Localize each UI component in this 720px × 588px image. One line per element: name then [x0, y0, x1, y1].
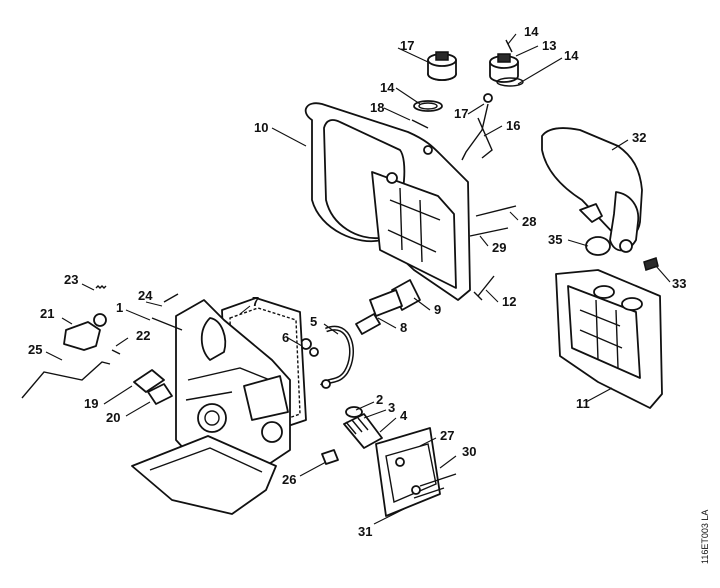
part-35-clip	[585, 236, 611, 256]
part-18-cap	[427, 51, 457, 81]
leader-lines	[45, 33, 671, 525]
part-24-spring	[95, 285, 107, 289]
callout-27: 26	[282, 472, 296, 487]
callout-4: 4	[400, 408, 408, 423]
part-26-rod	[21, 361, 111, 399]
crankcase-main	[175, 299, 291, 471]
part-17-nut	[483, 93, 493, 103]
callout-33: 32	[632, 130, 646, 145]
callout-15: 14	[524, 24, 539, 39]
part-9-8-fitting	[355, 279, 421, 335]
callout-11: 11	[576, 396, 590, 411]
base-plate	[131, 435, 277, 515]
callout-29: 28	[522, 214, 536, 229]
part-25-pin	[163, 293, 179, 303]
part-15-pin	[505, 39, 513, 53]
callout-25: 24	[138, 288, 153, 303]
callout-14b: 14	[380, 80, 395, 95]
callout-9: 9	[434, 302, 441, 317]
part-22-bracket	[63, 321, 101, 351]
part-31-bolt	[419, 473, 457, 487]
callout-10: 10	[254, 120, 268, 135]
callout-12: 12	[502, 294, 516, 309]
callout-19: 18	[370, 100, 384, 115]
callout-2: 2	[376, 392, 383, 407]
drawing-reference: 116ET003 LA	[700, 510, 710, 564]
part-27-plug	[321, 449, 339, 465]
callout-34: 33	[672, 276, 686, 291]
part-10-handle-frame	[304, 102, 471, 301]
part-33-cover	[541, 127, 643, 253]
callout-22: 21	[40, 306, 54, 321]
part-1-pin	[151, 317, 183, 331]
callout-23: 22	[136, 328, 150, 343]
part-2-3-4-bolt	[343, 406, 383, 449]
callout-6: 6	[282, 330, 289, 345]
part-23-screw	[111, 349, 121, 355]
part-19-clip	[411, 119, 429, 129]
callout-24: 23	[64, 272, 78, 287]
callout-1: 1	[116, 300, 123, 315]
callout-16: 16	[506, 118, 520, 133]
part-21-link	[147, 383, 173, 405]
callout-32: 31	[358, 524, 372, 539]
part-30-screw	[469, 227, 509, 237]
callout-14a: 14	[564, 48, 579, 63]
callout-13: 13	[542, 38, 556, 53]
part-11-housing	[555, 269, 663, 409]
part-29-screw	[475, 205, 517, 217]
callout-7: 7	[252, 294, 259, 309]
callout-26: 25	[28, 342, 42, 357]
part-13-cap	[489, 53, 524, 87]
callout-17: 17	[454, 106, 468, 121]
callout-5: 5	[310, 314, 317, 329]
callout-28: 27	[440, 428, 454, 443]
callout-31: 30	[462, 444, 476, 459]
callout-21: 20	[106, 410, 120, 425]
part-34-screw	[643, 257, 659, 271]
callout-35: 35	[548, 232, 562, 247]
part-16-spring	[461, 103, 493, 161]
callout-18: 17	[400, 38, 414, 53]
part-12-screw	[473, 275, 495, 301]
callout-8: 8	[400, 320, 407, 335]
callout-30: 29	[492, 240, 506, 255]
callout-20: 19	[84, 396, 98, 411]
callout-labels: 17 14 13 14 14 18 17 16 10 32 28 29 35 3…	[28, 24, 686, 539]
part-20-link	[133, 369, 165, 393]
callout-3: 3	[388, 400, 395, 415]
